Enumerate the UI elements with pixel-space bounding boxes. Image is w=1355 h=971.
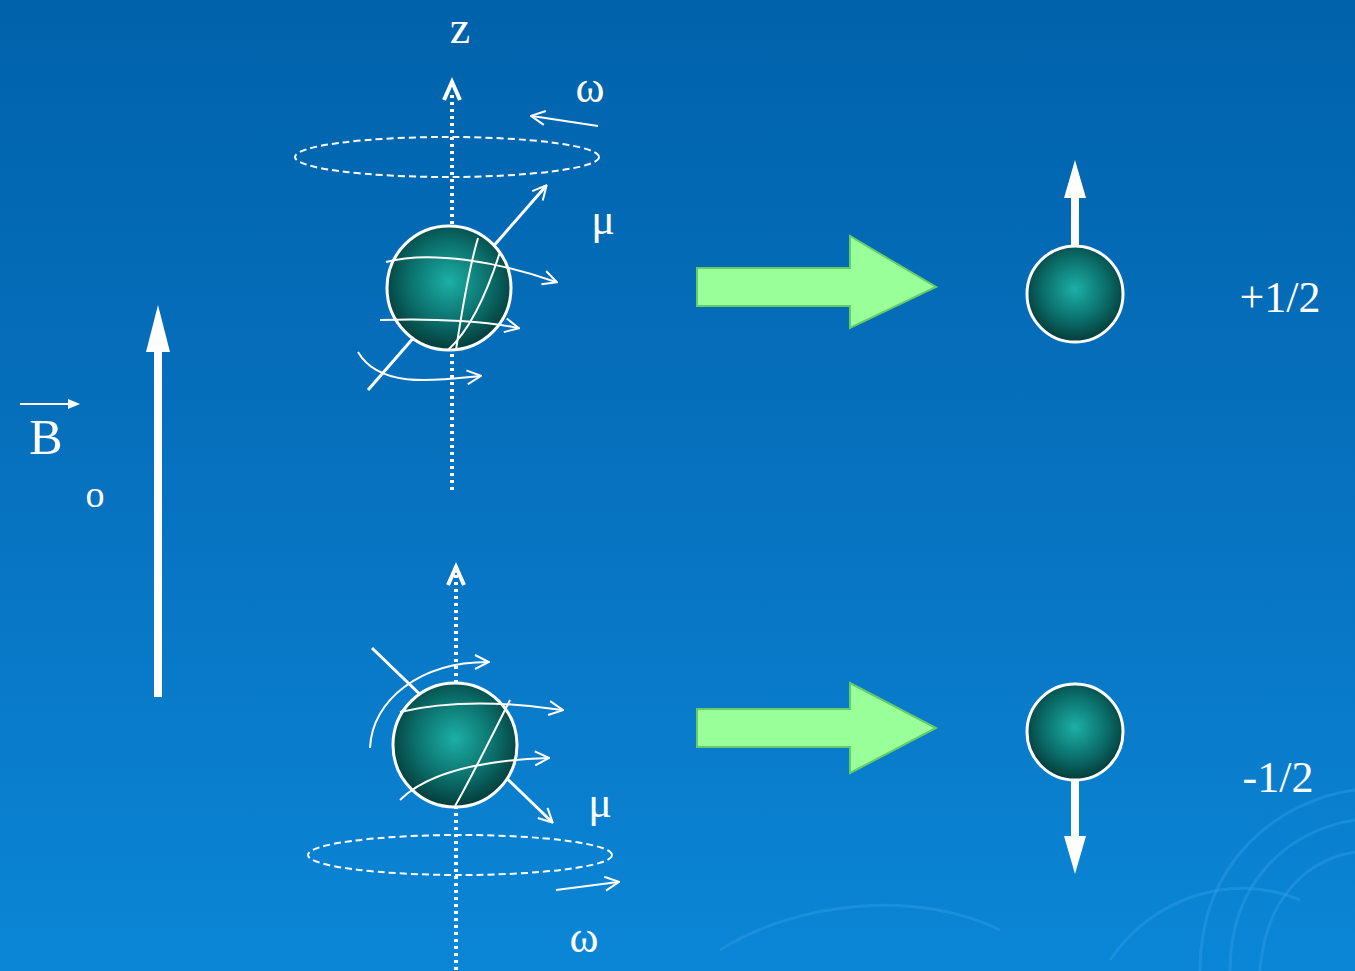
spin-state-label: -1/2 bbox=[1243, 753, 1314, 802]
precession-label: ω bbox=[576, 63, 605, 112]
spin-state-label: +1/2 bbox=[1239, 273, 1320, 322]
field-subscript-box: o bbox=[86, 475, 105, 513]
precession-label-box: ω bbox=[570, 916, 599, 960]
field-symbol-box: B bbox=[29, 412, 62, 462]
axis-label-box: z bbox=[450, 5, 470, 51]
moment-label: μ bbox=[591, 195, 615, 244]
moment-label-box: μ bbox=[588, 781, 612, 825]
moment-label-box: μ bbox=[591, 198, 615, 242]
moment-label: μ bbox=[588, 778, 612, 827]
precession-label: ω bbox=[570, 913, 599, 962]
axis-label: z bbox=[450, 2, 470, 53]
precession-label-box: ω bbox=[576, 66, 605, 110]
spin-state-label-box: +1/2 bbox=[1239, 276, 1320, 320]
field-subscript: o bbox=[86, 473, 105, 515]
field-symbol: B bbox=[29, 409, 62, 465]
spin-state-label-box: -1/2 bbox=[1243, 756, 1314, 800]
